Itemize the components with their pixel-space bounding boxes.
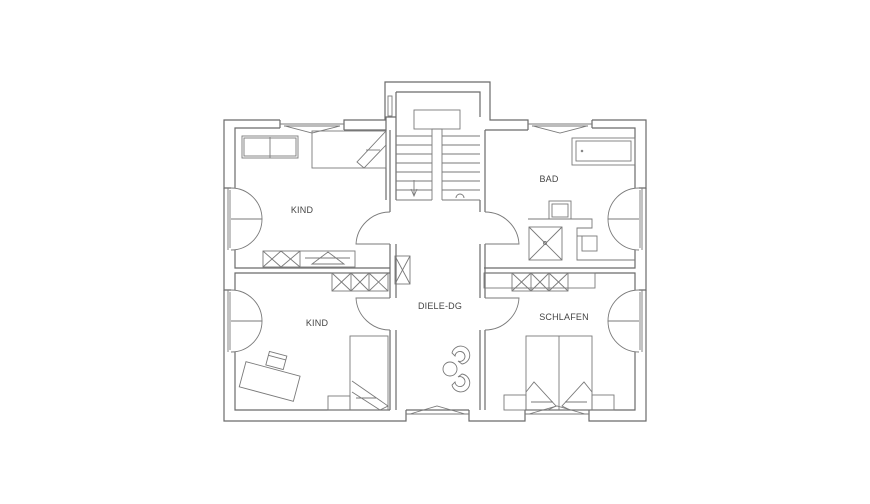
room-label-kind-top: KIND bbox=[291, 205, 314, 215]
room-label-diele: DIELE-DG bbox=[418, 301, 462, 311]
room-label-schlafen: SCHLAFEN bbox=[539, 312, 589, 322]
room-label-kind-bottom: KIND bbox=[306, 318, 329, 328]
diele-furniture bbox=[442, 345, 471, 393]
door-swings bbox=[230, 187, 640, 353]
bad-furniture bbox=[528, 137, 636, 261]
windows bbox=[227, 95, 643, 415]
kind-top-furniture bbox=[241, 130, 387, 268]
staircase bbox=[396, 109, 480, 201]
outer-walls bbox=[223, 81, 647, 422]
kind-bottom-furniture bbox=[238, 255, 411, 411]
room-label-bad: BAD bbox=[539, 174, 558, 184]
schlafen-furniture bbox=[483, 272, 615, 411]
